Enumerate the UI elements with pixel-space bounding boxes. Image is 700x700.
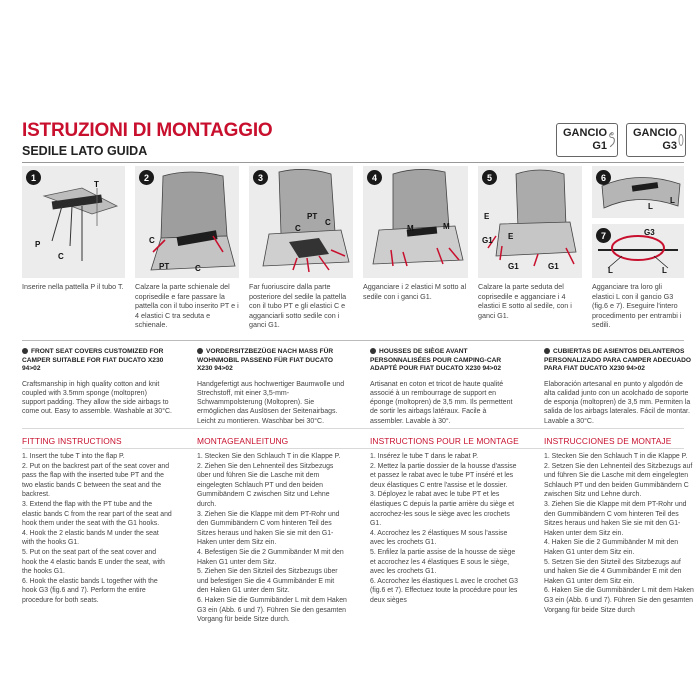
step-5-illustration: 5 E E G1 G1 G1: [478, 166, 582, 278]
step-7-illustration: 7 G3 L L: [592, 224, 684, 278]
label-e: E: [508, 232, 514, 241]
page-title: ISTRUZIONI DI MONTAGGIO: [22, 120, 273, 141]
label-g1: G1: [548, 262, 559, 271]
hook-g3-icon: [678, 134, 684, 146]
section-divider: [22, 340, 684, 341]
label-l: L: [662, 266, 667, 275]
step-4-drawing: [372, 169, 464, 267]
label-m: M: [443, 222, 450, 231]
label-pt: PT: [159, 262, 170, 271]
label-m: M: [407, 224, 414, 233]
column-heading: HOUSSES DE SIÈGE AVANT PERSONNALISÉES PO…: [370, 348, 502, 372]
column-description: Artisanat en coton et tricot de haute qu…: [370, 380, 513, 425]
column-french: HOUSSES DE SIÈGE AVANT PERSONNALISÉES PO…: [370, 348, 520, 426]
header-divider: [22, 162, 684, 163]
step-number: 5: [482, 170, 497, 185]
gancio-g3-label: GANCIO G3: [633, 127, 677, 152]
label-g1: G1: [482, 236, 493, 245]
label-c: C: [325, 218, 331, 227]
instructions-title-en: FITTING INSTRUCTIONS: [22, 436, 122, 446]
step-2-drawing: [150, 171, 236, 271]
label-l: L: [608, 266, 613, 275]
step-1-drawing: [42, 187, 119, 261]
label-l: L: [648, 202, 653, 211]
step-number: 2: [139, 170, 154, 185]
column-divider: [22, 428, 684, 429]
page-subtitle: SEDILE LATO GUIDA: [22, 144, 148, 158]
step-number: 7: [596, 228, 611, 243]
label-e: E: [484, 212, 490, 221]
label-p: P: [35, 240, 41, 249]
gancio-g1-label: GANCIO G1: [563, 127, 607, 152]
column-description: Elaboración artesanal en punto y algodón…: [544, 380, 691, 425]
label-t: T: [94, 180, 99, 189]
column-german: VORDERSITZBEZÜGE NACH MASS FÜR WOHNMOBIL…: [197, 348, 347, 426]
step-7-drawing: [598, 235, 678, 269]
step-1-caption: Inserire nella pattella P il tubo T.: [22, 282, 124, 291]
instructions-fr: 1. Insérez le tube T dans le rabat P. 2.…: [370, 453, 518, 604]
step-7-caption: Agganciare tra loro gli elastici L con i…: [592, 282, 682, 329]
gancio-g3-box: GANCIO G3: [626, 123, 686, 157]
step-number: 6: [596, 170, 611, 185]
step-number: 1: [26, 170, 41, 185]
instructions-en: 1. Insert the tube T into the flap P. 2.…: [22, 453, 172, 604]
step-5-caption: Calzare la parte seduta del coprisedile …: [478, 282, 572, 320]
step-5-drawing: [487, 169, 577, 267]
flag-icon: [370, 348, 376, 355]
step-3-illustration: 3 PT C C: [249, 166, 353, 278]
instructions-title-de: MONTAGEANLEITUNG: [197, 436, 289, 446]
label-l: L: [670, 196, 675, 205]
label-pt: PT: [307, 212, 318, 221]
column-spanish: CUBIERTAS DE ASIENTOS DELANTEROS PERSONA…: [544, 348, 694, 426]
step-6-illustration: 6 L L: [592, 166, 684, 218]
column-description: Handgefertigt aus hochwertiger Baumwolle…: [197, 380, 345, 425]
instructions-title-fr: INSTRUCTIONS POUR LE MONTAGE: [370, 436, 519, 446]
label-c: C: [295, 224, 301, 233]
step-3-caption: Far fuoriuscire dalla parte posteriore d…: [249, 282, 347, 329]
step-1-illustration: 1 T P C: [22, 166, 125, 278]
step-number: 3: [253, 170, 268, 185]
instructions-de: 1. Stecken Sie den Schlauch T in die Kla…: [197, 453, 347, 624]
label-c: C: [58, 252, 64, 261]
label-g1: G1: [508, 262, 519, 271]
step-6-drawing: [601, 177, 681, 209]
instructions-title-es: INSTRUCCIONES DE MONTAJE: [544, 436, 672, 446]
label-c: C: [149, 236, 155, 245]
column-description: Craftsmanship in high quality cotton and…: [22, 380, 173, 416]
step-number: 4: [367, 170, 382, 185]
label-g3: G3: [644, 228, 655, 237]
instructions-es: 1. Stecken Sie den Schlauch T in die Kla…: [544, 453, 694, 614]
label-c: C: [195, 264, 201, 273]
column-heading: CUBIERTAS DE ASIENTOS DELANTEROS PERSONA…: [544, 348, 692, 372]
instructions-divider: [22, 448, 684, 449]
flag-icon: [544, 348, 550, 355]
step-3-drawing: [262, 169, 350, 273]
step-4-illustration: 4 M M: [363, 166, 468, 278]
step-2-illustration: 2 C PT C: [135, 166, 239, 278]
column-heading: FRONT SEAT COVERS CUSTOMIZED FOR CAMPER …: [22, 348, 164, 372]
step-2-caption: Calzare la parte schienale del coprisedi…: [135, 282, 239, 329]
step-4-caption: Agganciare i 2 elastici M sotto al sedil…: [363, 282, 467, 301]
hook-g1-icon: [609, 132, 615, 148]
flag-icon: [22, 348, 28, 355]
flag-icon: [197, 348, 203, 355]
column-heading: VORDERSITZBEZÜGE NACH MASS FÜR WOHNMOBIL…: [197, 348, 334, 372]
gancio-g1-box: GANCIO G1: [556, 123, 618, 157]
column-english: FRONT SEAT COVERS CUSTOMIZED FOR CAMPER …: [22, 348, 172, 417]
